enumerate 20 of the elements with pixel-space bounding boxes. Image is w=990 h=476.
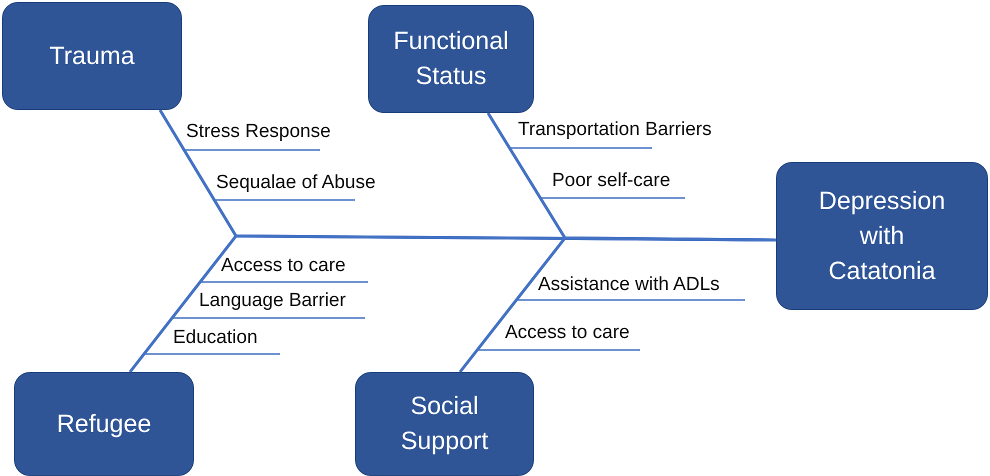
- category-box: [776, 162, 988, 310]
- connector-line: [458, 236, 776, 373]
- category-box: [355, 372, 534, 476]
- cause-label: Language Barrier: [199, 290, 346, 312]
- box-title: Social Support: [400, 391, 490, 457]
- cause-label: Transportation Barriers: [518, 119, 712, 141]
- cause-label: Assistance with ADLs: [538, 274, 720, 296]
- cause-label: Access to care: [505, 322, 630, 344]
- box-title: Functional Status: [392, 26, 510, 92]
- cause-label: Education: [173, 327, 258, 349]
- box-title: Depression with Catatonia: [818, 186, 946, 286]
- box-title: Trauma: [49, 40, 135, 72]
- category-box: [14, 372, 194, 476]
- box-title: Refugee: [56, 408, 152, 440]
- category-box: [368, 5, 534, 113]
- category-box: [2, 2, 182, 110]
- cause-label: Access to care: [221, 255, 346, 277]
- cause-label: Sequalae of Abuse: [216, 172, 376, 194]
- cause-label: Poor self-care: [552, 170, 670, 192]
- cause-label: Stress Response: [186, 121, 331, 143]
